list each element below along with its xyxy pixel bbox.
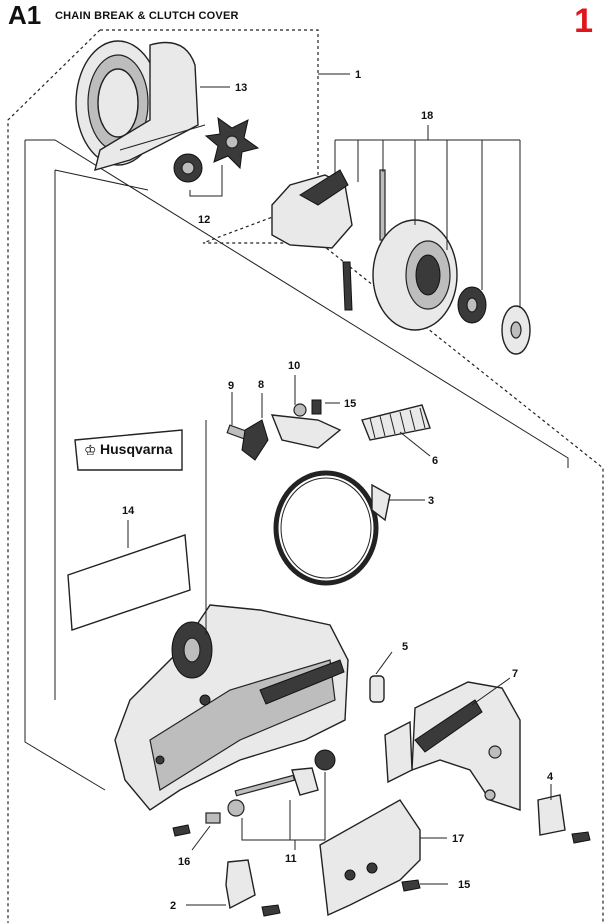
callout-15-bottom: 15 xyxy=(458,879,470,891)
callout-16: 16 xyxy=(178,856,190,868)
callout-14: 14 xyxy=(122,505,135,517)
callout-13: 13 xyxy=(235,82,247,94)
part-1-clutch-cover-body xyxy=(114,420,349,811)
callout-1: 1 xyxy=(355,69,361,81)
callout-8: 8 xyxy=(258,379,264,391)
part-5-pin xyxy=(369,651,393,703)
husqvarna-crown-icon: ♔ xyxy=(84,442,97,458)
callout-3: 3 xyxy=(428,495,434,507)
callout-2: 2 xyxy=(170,900,176,912)
callout-5: 5 xyxy=(402,641,408,653)
leader-lines xyxy=(200,73,350,88)
part-13-cover-drum xyxy=(75,40,206,172)
part-7-guard-plate xyxy=(384,677,521,811)
callout-15-top: 15 xyxy=(344,398,356,410)
callout-11: 11 xyxy=(285,853,297,865)
callout-18: 18 xyxy=(421,110,433,122)
part-4-bracket xyxy=(537,784,566,836)
part-12-gears xyxy=(173,116,260,197)
part-11-shaft-assembly xyxy=(227,749,336,850)
part-14-decal xyxy=(67,429,191,631)
screws xyxy=(172,824,591,917)
callout-17: 17 xyxy=(452,833,464,845)
callout-4: 4 xyxy=(547,771,554,783)
husqvarna-logo-text: Husqvarna xyxy=(100,441,173,457)
callout-9: 9 xyxy=(228,380,234,392)
callout-6: 6 xyxy=(432,455,438,467)
page-number: 1 xyxy=(574,2,593,40)
assembly-boundary-solid xyxy=(24,139,569,791)
part-6-spring xyxy=(361,404,431,457)
part-3-brake-band xyxy=(273,470,425,586)
part-18-clutch-assembly xyxy=(271,125,531,355)
assembly-boundary-dashed xyxy=(7,29,604,923)
part-17-side-plate xyxy=(319,799,447,917)
callout-10: 10 xyxy=(288,360,300,372)
diagram-code: A1 xyxy=(8,0,42,30)
brake-small-parts xyxy=(226,375,342,461)
callout-12: 12 xyxy=(198,214,210,226)
part-16-and-2 xyxy=(186,812,256,910)
callout-7: 7 xyxy=(512,668,518,680)
diagram-title: CHAIN BREAK & CLUTCH COVER xyxy=(55,10,239,22)
